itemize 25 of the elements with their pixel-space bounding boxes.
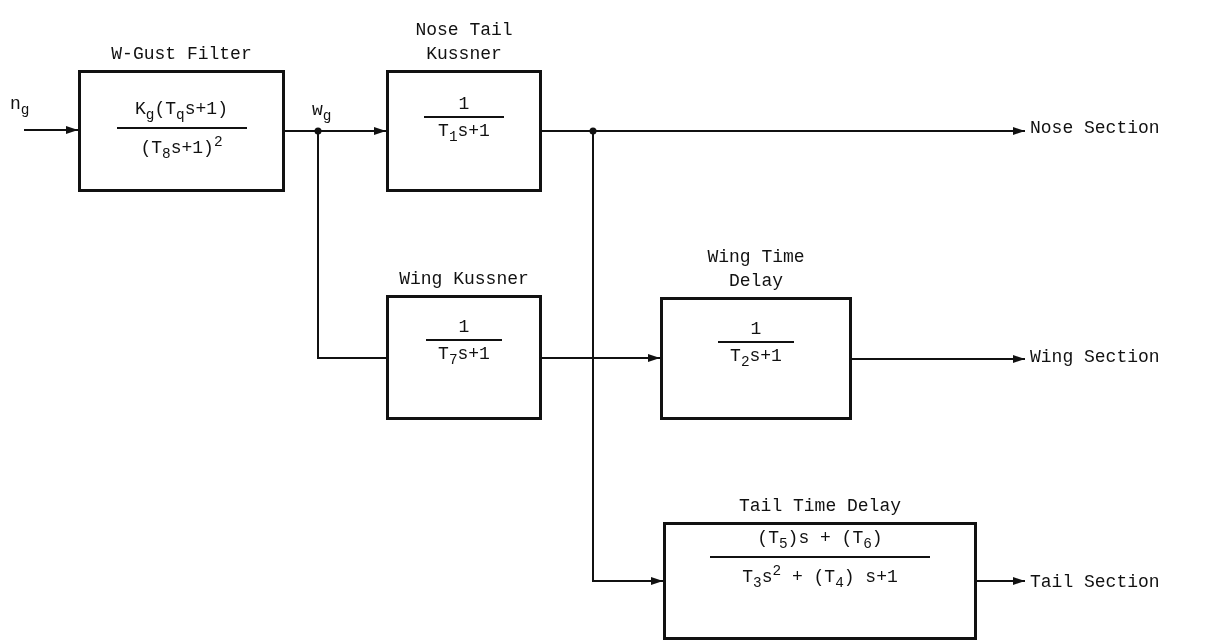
arrow bbox=[23, 126, 79, 134]
arrow bbox=[976, 577, 1026, 585]
denominator: T$_{3}$s$^{2}$ + (T$_{4}$) s+1 bbox=[742, 561, 898, 593]
numerator: 1 bbox=[750, 318, 762, 340]
arrow bbox=[541, 354, 661, 362]
signal-label: Tail Section bbox=[1030, 571, 1160, 594]
denominator: T$_{7}$s+1 bbox=[438, 343, 490, 370]
signal-label: Nose Section bbox=[1030, 117, 1160, 140]
block-title: Tail Time Delay bbox=[739, 495, 901, 518]
connector-line bbox=[284, 130, 387, 359]
signal-label: n$_{g}$ bbox=[10, 93, 30, 120]
denominator: (T$_{8}$s+1)$^{2}$ bbox=[140, 132, 223, 164]
denominator: T$_{1}$s+1 bbox=[438, 120, 490, 147]
numerator: 1 bbox=[458, 316, 470, 338]
denominator: T$_{2}$s+1 bbox=[730, 345, 782, 372]
block-title: Wing Kussner bbox=[399, 268, 529, 291]
arrow bbox=[851, 355, 1026, 363]
block-title: Nose Tail Kussner bbox=[414, 19, 514, 66]
block-title: W-Gust Filter bbox=[111, 43, 252, 66]
block-title: Wing Time Delay bbox=[706, 246, 806, 293]
numerator: (T$_{5}$)s + (T$_{6}$) bbox=[757, 527, 883, 554]
numerator: K$_{g}$(T$_{q}$s+1) bbox=[135, 97, 228, 125]
numerator: 1 bbox=[458, 93, 470, 115]
signal-label: w$_{g}$ bbox=[312, 99, 332, 126]
signal-label: Wing Section bbox=[1030, 346, 1160, 369]
